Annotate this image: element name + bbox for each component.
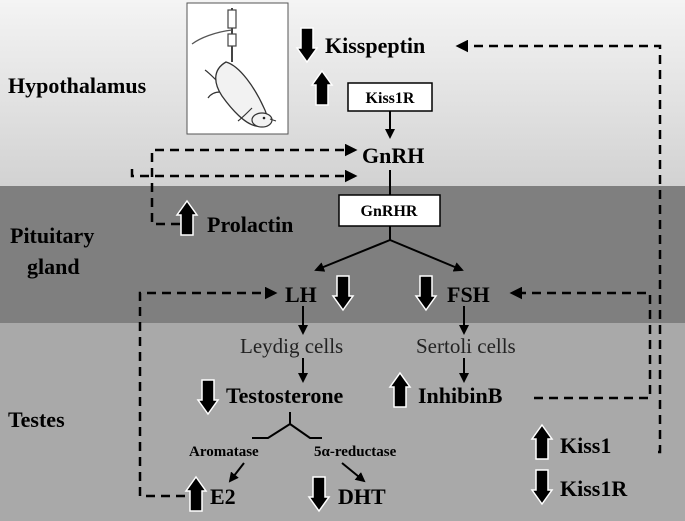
- arrow-up-kiss1r-hypothalamus-icon: [310, 69, 334, 106]
- arrow-down-kisspeptin-icon: [295, 27, 319, 64]
- leydig-cells-label: Leydig cells: [240, 334, 343, 358]
- arrow-up-prolactin-icon: [175, 199, 199, 236]
- arrow-down-testosterone-icon: [196, 379, 220, 416]
- region-testes: Testes: [8, 407, 65, 432]
- dashed-kiss1-to-kisspeptin: [455, 39, 662, 454]
- kisspeptin-label: Kisspeptin: [325, 33, 425, 58]
- dashed-inhibinb-to-fsh: [509, 286, 652, 400]
- region-pituitary-line1: Pituitary: [10, 223, 94, 248]
- region-pituitary-line2: gland: [27, 254, 80, 279]
- fsh-label: FSH: [447, 282, 490, 307]
- line-to-reductase: [289, 423, 322, 439]
- change-arrows: [175, 27, 554, 513]
- arrow-down-fsh-icon: [414, 275, 438, 312]
- kiss1r-testes-label: Kiss1R: [560, 476, 628, 501]
- dht-label: DHT: [338, 484, 386, 509]
- arrow-reductase-to-dht: [341, 462, 366, 483]
- arrow-up-kiss1-testes-icon: [530, 423, 554, 460]
- arrow-up-inhibinb-icon: [388, 371, 412, 408]
- dashed-prolactin-to-gnrh-a: [150, 143, 358, 226]
- testosterone-label: Testosterone: [226, 383, 344, 408]
- kiss1-testes-label: Kiss1: [560, 433, 611, 458]
- sertoli-cells-label: Sertoli cells: [416, 334, 516, 358]
- lh-label: LH: [285, 282, 317, 307]
- dashed-prolactin-to-gnrh-b: [130, 169, 358, 183]
- dashed-e2-to-lh: [138, 286, 278, 498]
- mouse-illustration: [186, 2, 289, 135]
- region-hypothalamus: Hypothalamus: [8, 73, 147, 98]
- kiss1r-box: [347, 82, 433, 112]
- arrow-up-e2-icon: [184, 475, 208, 512]
- line-to-aromatase: [252, 423, 291, 439]
- aromatase-label: Aromatase: [189, 444, 259, 460]
- e2-label: E2: [210, 484, 236, 509]
- kiss1r-receptor-label: Kiss1R: [366, 90, 415, 107]
- gnrh-label: GnRH: [362, 143, 424, 168]
- dashed-feedback: [130, 39, 662, 498]
- 5a-reductase-label: 5α-reductase: [314, 444, 397, 460]
- testes-band: [0, 323, 685, 521]
- arrow-aromatase-to-e2: [228, 462, 245, 483]
- inhibinb-label: InhibinB: [418, 383, 503, 408]
- arrow-to-fsh: [389, 239, 464, 272]
- hypothalamus-band: [0, 0, 685, 186]
- arrow-down-lh-icon: [331, 275, 355, 312]
- arrow-down-kiss1r-testes-icon: [530, 469, 554, 506]
- arrow-to-lh: [314, 239, 391, 272]
- prolactin-label: Prolactin: [207, 212, 293, 237]
- solid-arrows: [228, 111, 469, 483]
- gnrhr-receptor-label: GnRHR: [361, 203, 418, 220]
- arrow-down-dht-icon: [307, 476, 331, 513]
